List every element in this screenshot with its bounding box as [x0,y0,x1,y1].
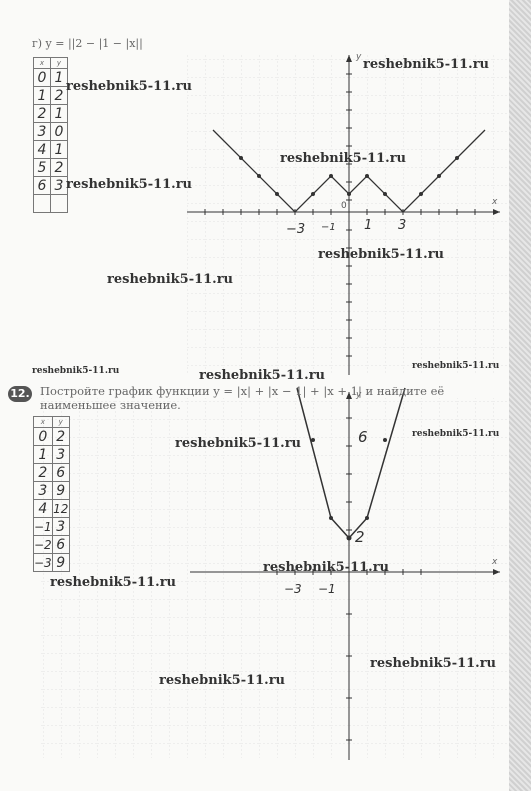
graph-2-tick-minus1: −1 [318,582,336,596]
graph-2-x-label: x [492,557,498,567]
watermark: reshebnik5-11.ru [280,151,407,166]
table-12-header-x: x [33,416,53,428]
graph-1-tick-minus3: −3 [286,222,306,237]
table-cell: 1 [33,86,51,105]
watermark: reshebnik5-11.ru [363,57,490,72]
table-g-header-x: x [33,57,51,69]
table-cell-empty [33,194,51,213]
watermark: reshebnik5-11.ru [199,368,326,383]
table-cell: 3 [50,176,68,195]
table-cell: 12 [51,499,70,518]
graph-2-y-label: y [356,390,362,400]
table-cell: 0 [33,427,53,446]
table-cell: 2 [33,463,53,482]
table-cell: 3 [33,122,51,141]
table-cell: −2 [33,535,53,554]
table-cell: 6 [51,535,70,554]
graph-1-y-label: y [356,52,362,62]
table-cell: 3 [33,481,53,500]
watermark: reshebnik5-11.ru [66,177,193,192]
table-12-header-y: y [51,416,70,428]
table-cell: 9 [51,481,70,500]
watermark: reshebnik5-11.ru [107,272,234,287]
table-cell: −1 [33,517,53,536]
table-cell: 4 [33,499,53,518]
table-cell: 3 [51,517,70,536]
watermark: reshebnik5-11.ru [175,436,302,451]
graph-1-x-label: x [492,197,498,207]
watermark: reshebnik5-11.ru [32,366,120,376]
table-cell: 9 [51,553,70,572]
graph-1-tick-1: 1 [364,218,373,233]
graph-1-tick-3: 3 [398,218,407,233]
task-statement: Постройте график функции y = |x| + |x − … [40,384,445,412]
table-cell: 1 [50,140,68,159]
watermark: reshebnik5-11.ru [412,429,500,439]
watermark: reshebnik5-11.ru [412,361,500,371]
table-cell: 2 [33,104,51,123]
table-cell: 0 [50,122,68,141]
table-cell: 5 [33,158,51,177]
graph-2-annotation-6: 6 [358,428,368,446]
table-cell: 2 [51,427,70,446]
watermark: reshebnik5-11.ru [66,79,193,94]
table-cell: 4 [33,140,51,159]
table-cell: 1 [50,104,68,123]
table-cell-empty [50,194,68,213]
page-edge [509,0,531,791]
graph-2-tick-minus3: −3 [284,582,302,596]
table-g-header-y: y [50,57,68,69]
graph-1-origin-label: 0 [341,201,347,211]
table-cell: 0 [33,68,51,87]
problem-g-label: г) y = ||2 − |1 − |x|| [32,37,143,50]
graph-1-tick-minus1: −1 [321,222,336,233]
watermark: reshebnik5-11.ru [159,673,286,688]
table-cell: 1 [50,68,68,87]
table-cell: −3 [33,553,53,572]
table-cell: 2 [50,86,68,105]
watermark: reshebnik5-11.ru [318,247,445,262]
watermark: reshebnik5-11.ru [50,575,177,590]
task-number-badge: 12. [8,386,32,402]
table-cell: 2 [50,158,68,177]
graph-2-annotation-2: 2 [355,528,365,546]
watermark: reshebnik5-11.ru [370,656,497,671]
table-cell: 6 [33,176,51,195]
table-cell: 6 [51,463,70,482]
watermark: reshebnik5-11.ru [263,560,390,575]
table-cell: 1 [33,445,53,464]
table-cell: 3 [51,445,70,464]
